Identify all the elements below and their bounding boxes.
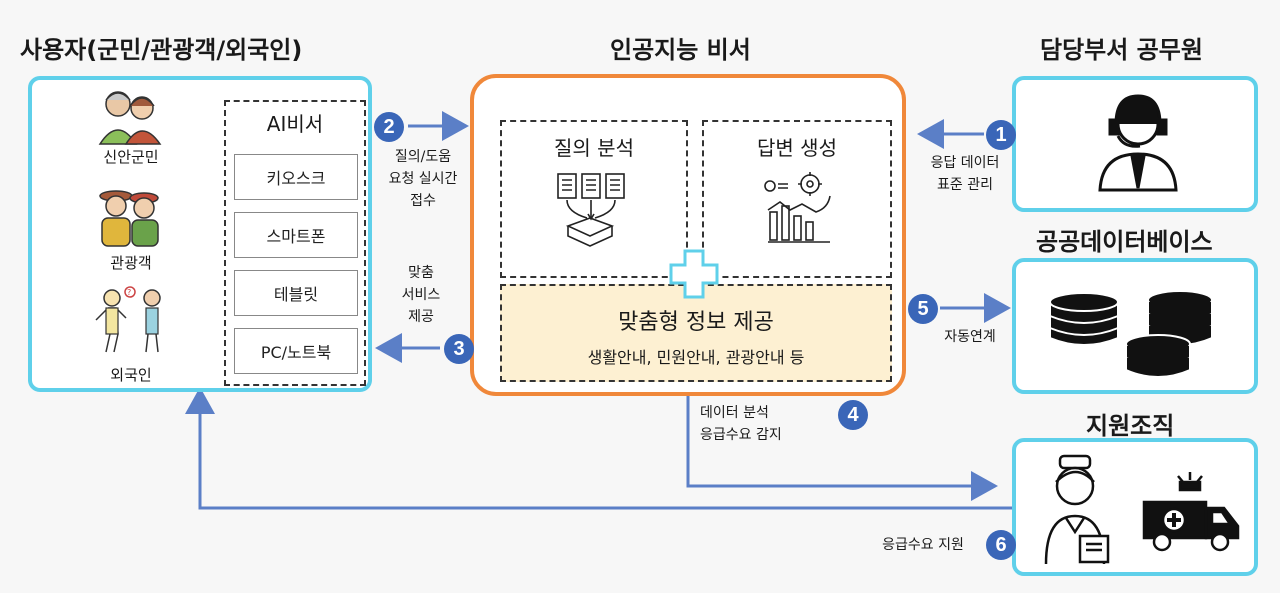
database-title: 공공데이터베이스: [1036, 228, 1213, 256]
ambulance-icon: [1138, 462, 1248, 562]
answer-generation-label: 답변 생성: [757, 136, 837, 160]
device-kiosk: 키오스크: [234, 154, 358, 200]
step-3-line-2: 서비스: [401, 287, 441, 303]
step-badge-5: 5: [908, 294, 938, 324]
support-org-title: 지원조직: [1086, 412, 1175, 440]
users-title: 사용자(군민/관광객/외국인): [20, 36, 303, 64]
users-box: 신안군민 관광객 ? 외국인 AI비서 키오스크 스마트폰 테블릿 PC/노: [28, 76, 372, 392]
step-badge-2: 2: [374, 112, 404, 142]
step-badge-3: 3: [444, 334, 474, 364]
step-5-line-1: 자동연계: [944, 329, 996, 345]
step-4-text: 데이터 분석 응급수요 감지: [700, 402, 824, 446]
database-icon: [1040, 272, 1240, 392]
step-1-line-2: 표준 관리: [937, 177, 993, 193]
tourist-people-icon: [86, 184, 176, 248]
group-label-foreigners: 외국인: [110, 366, 152, 384]
custom-info-title: 맞춤형 정보 제공: [618, 310, 774, 335]
documents-analysis-icon: [554, 170, 634, 254]
step-2-line-2: 요청 실시간: [388, 171, 458, 187]
step-4-line-1: 데이터 분석: [700, 405, 769, 421]
step-badge-1: 1: [986, 120, 1016, 150]
device-tablet: 테블릿: [234, 270, 358, 316]
headset-officer-icon: [1090, 90, 1186, 204]
arrow-6: [185, 387, 1012, 510]
resident-people-icon: [86, 86, 176, 146]
official-box: [1012, 76, 1258, 212]
query-analysis-panel: 질의 분석: [500, 120, 688, 278]
custom-info-panel: 맞춤형 정보 제공 생활안내, 민원안내, 관광안내 등: [500, 284, 892, 382]
step-4-line-2: 응급수요 감지: [700, 427, 782, 443]
svg-text:?: ?: [127, 288, 131, 297]
step-6-text: 응급수요 지원: [866, 534, 980, 556]
official-title: 담당부서 공무원: [1040, 36, 1203, 64]
medical-cross-icon: [668, 248, 720, 304]
step-3-text: 맞춤 서비스 제공: [384, 262, 458, 328]
ai-assistant-box: 질의 분석 답변 생성: [470, 74, 906, 396]
device-smartphone: 스마트폰: [234, 212, 358, 258]
step-6-line-1: 응급수요 지원: [882, 537, 964, 553]
step-1-line-1: 응답 데이터: [930, 155, 1000, 171]
step-5-text: 자동연계: [930, 326, 1010, 348]
arrow-4: [686, 392, 998, 501]
group-label-residents: 신안군민: [103, 148, 159, 166]
group-label-tourists: 관광객: [110, 254, 152, 272]
ai-panel-title: AI비서: [266, 112, 324, 136]
step-2-line-1: 질의/도움: [394, 149, 452, 165]
step-badge-6: 6: [986, 530, 1016, 560]
nurse-icon: [1026, 452, 1126, 572]
database-box: [1012, 258, 1258, 394]
answer-generation-panel: 답변 생성: [702, 120, 892, 278]
support-org-box: [1012, 438, 1258, 576]
ai-device-panel: AI비서 키오스크 스마트폰 테블릿 PC/노트북: [224, 100, 366, 386]
query-analysis-label: 질의 분석: [554, 136, 634, 160]
step-3-line-1: 맞춤: [408, 265, 434, 281]
ai-assistant-title: 인공지능 비서: [610, 36, 751, 64]
foreigner-people-icon: ?: [86, 284, 176, 354]
step-badge-4: 4: [838, 400, 868, 430]
step-2-line-3: 접수: [410, 193, 436, 209]
step-2-text: 질의/도움 요청 실시간 접수: [376, 146, 470, 212]
step-1-text: 응답 데이터 표준 관리: [918, 152, 1012, 196]
chart-gear-icon: [760, 170, 840, 254]
step-3-line-3: 제공: [408, 309, 434, 325]
device-pc-laptop: PC/노트북: [234, 328, 358, 374]
custom-info-subtitle: 생활안내, 민원안내, 관광안내 등: [587, 348, 805, 367]
